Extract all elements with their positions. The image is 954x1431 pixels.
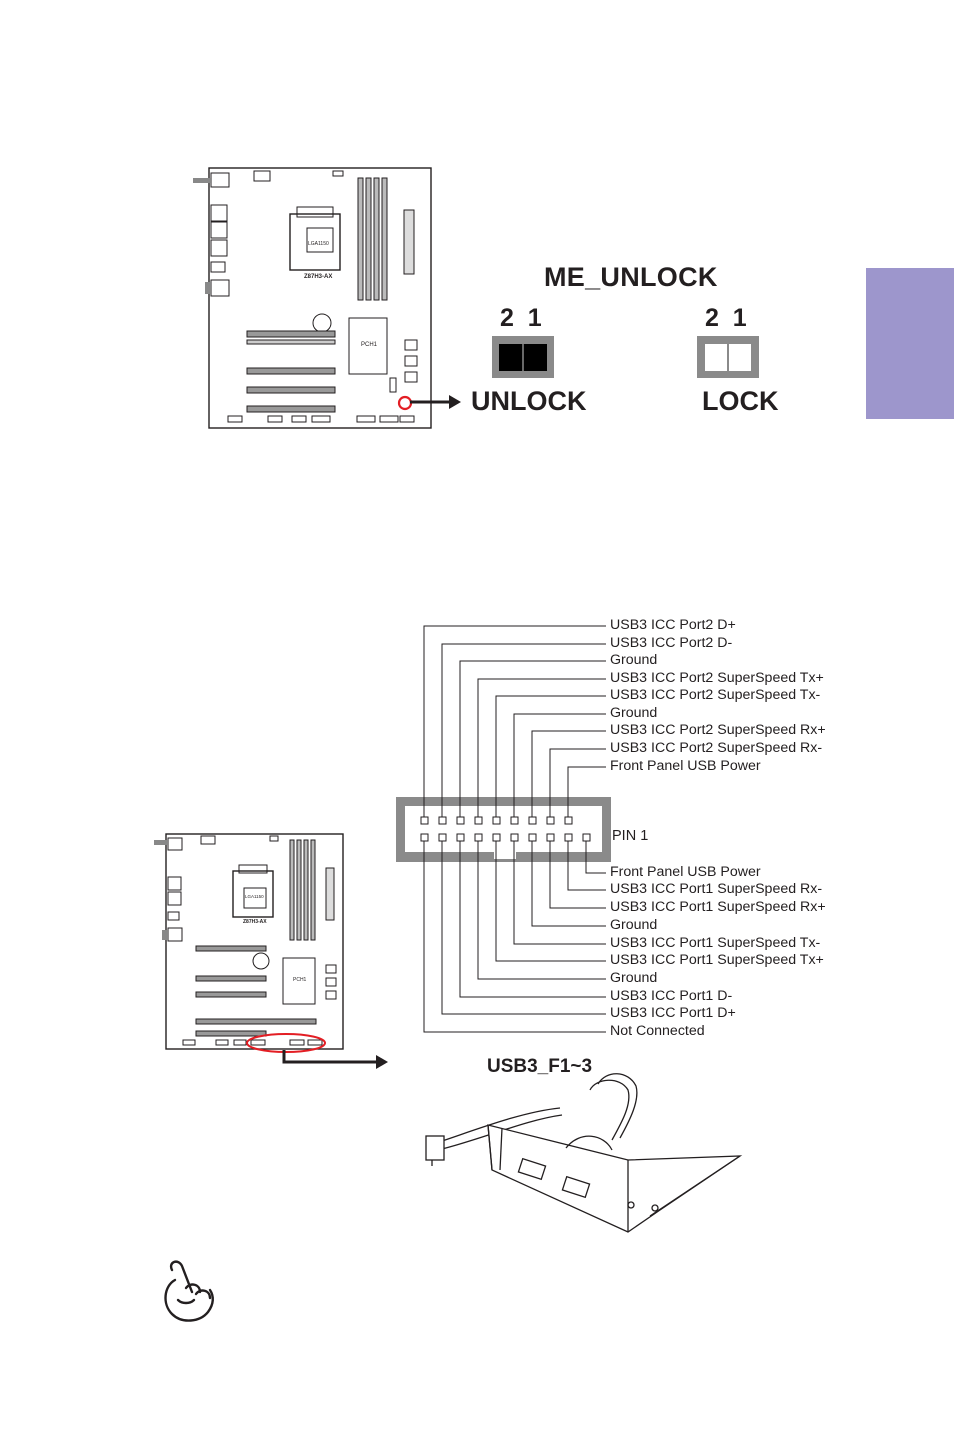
lock-pin-numbers: 2 1 <box>705 304 747 332</box>
top-motherboard-chipset-label: PCH1 <box>361 342 378 348</box>
usb3-bottom-pin-label-3: USB3 ICC Port1 SuperSpeed Rx+ <box>610 899 826 915</box>
usb3-top-pin-label-7: USB3 ICC Port2 SuperSpeed Rx+ <box>610 722 826 738</box>
usb3-pointer-line <box>282 1050 377 1064</box>
top-motherboard-socket-label: LGA1150 <box>308 241 329 247</box>
usb3-top-pin-label-3: Ground <box>610 652 658 668</box>
usb3-top-pin-label-5: USB3 ICC Port2 SuperSpeed Tx- <box>610 687 821 703</box>
bottom-motherboard-socket-label: LGA1150 <box>245 894 264 899</box>
usb3-top-pin-label-4: USB3 ICC Port2 SuperSpeed Tx+ <box>610 670 824 686</box>
chapter-side-tab <box>866 268 954 419</box>
bottom-motherboard <box>154 833 344 1050</box>
unlock-pin-numbers: 2 1 <box>500 304 542 332</box>
usb3-top-pins <box>420 816 573 825</box>
usb3-bottom-leader-lines <box>423 841 606 1033</box>
usb3-top-pin-label-1: USB3 ICC Port2 D+ <box>610 617 736 633</box>
lock-label: LOCK <box>702 386 779 416</box>
usb3-bottom-pin-label-2: USB3 ICC Port1 SuperSpeed Rx- <box>610 881 823 897</box>
usb3-top-pin-label-8: USB3 ICC Port2 SuperSpeed Rx- <box>610 740 823 756</box>
top-motherboard-model-label: Z87H3-AX <box>304 274 333 280</box>
usb3-bottom-pin-label-5: USB3 ICC Port1 SuperSpeed Tx- <box>610 935 821 951</box>
bottom-motherboard-model-label: Z87H3-AX <box>243 919 267 925</box>
usb3-bottom-pin-label-4: Ground <box>610 917 658 933</box>
pointing-hand-icon <box>164 1260 214 1322</box>
usb3-bottom-pin-label-1: Front Panel USB Power <box>610 864 761 880</box>
me-unlock-pointer-arrowhead <box>449 395 461 409</box>
lock-jumper-pin-right <box>729 344 751 371</box>
usb3-bottom-pins <box>420 833 591 842</box>
usb3-header-highlight <box>246 1033 326 1053</box>
usb3-bottom-pin-label-10: Not Connected <box>610 1023 705 1039</box>
usb3-top-pin-label-6: Ground <box>610 705 658 721</box>
usb3-bottom-pin-label-6: USB3 ICC Port1 SuperSpeed Tx+ <box>610 952 824 968</box>
usb3-connector-key-notch <box>494 852 516 856</box>
usb3-bottom-pin-label-7: Ground <box>610 970 658 986</box>
usb3-connector-key-shadow <box>405 852 494 860</box>
top-motherboard <box>193 167 432 429</box>
lock-jumper-pin-left <box>705 344 727 371</box>
usb3-front-bracket <box>425 1073 743 1233</box>
usb3-top-leader-lines <box>423 625 606 817</box>
usb3-top-pin-label-2: USB3 ICC Port2 D- <box>610 635 733 651</box>
bottom-motherboard-chipset-label: PCH1 <box>293 977 307 983</box>
usb3-pointer-arrowhead <box>376 1055 388 1069</box>
pin1-label: PIN 1 <box>612 828 649 844</box>
usb3-connector-key-shadow-right <box>516 852 602 860</box>
usb3-top-pin-label-9: Front Panel USB Power <box>610 758 761 774</box>
usb3-bottom-pin-label-9: USB3 ICC Port1 D+ <box>610 1005 736 1021</box>
me-unlock-title: ME_UNLOCK <box>544 262 718 292</box>
usb3-bottom-pin-label-8: USB3 ICC Port1 D- <box>610 988 733 1004</box>
unlock-label: UNLOCK <box>471 386 587 416</box>
usb3-header-title: USB3_F1~3 <box>487 1056 593 1077</box>
